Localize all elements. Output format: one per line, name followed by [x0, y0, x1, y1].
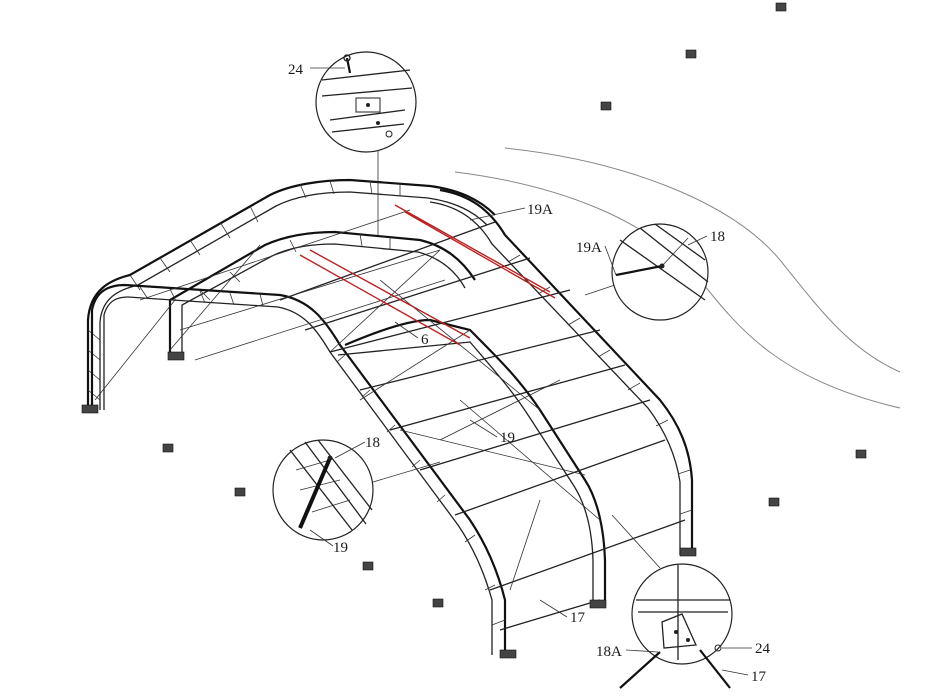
- callout-17-bottom: 17: [751, 669, 767, 685]
- front-arch-truss: [90, 283, 507, 655]
- anchor-plate-icon: [768, 497, 780, 507]
- detail-circle-right: [584, 223, 709, 321]
- callout-24-bottom: 24: [755, 641, 771, 657]
- callout-19-main: 19: [500, 430, 515, 446]
- red-cables: [299, 204, 556, 346]
- diagonal-braces: [94, 244, 601, 591]
- anchor-plate-icon: [362, 561, 374, 571]
- anchor-plate-icon: [775, 2, 787, 12]
- anchor-plate-icon: [685, 49, 697, 59]
- rear-arch-truss: [86, 178, 496, 410]
- detail-circle-bottom: [611, 514, 733, 689]
- callout-19A-detail: 19A: [576, 240, 602, 256]
- right-arch-truss: [429, 188, 694, 555]
- base-plates: [81, 351, 697, 659]
- anchor-plate-icon: [234, 487, 246, 497]
- middle-arch-truss: [168, 230, 476, 355]
- inner-arch-truss: [337, 318, 607, 605]
- callout-19A-main: 19A: [527, 202, 553, 218]
- detail-circle-left: [272, 439, 441, 541]
- anchor-plate-icon: [432, 598, 444, 608]
- callout-24-top: 24: [288, 62, 304, 78]
- callout-19-detail: 19: [333, 540, 348, 556]
- callout-18-detail-right: 18: [710, 229, 725, 245]
- detail-circle-top: [315, 51, 417, 235]
- ground-anchors: [162, 2, 867, 608]
- anchor-plate-icon: [855, 449, 867, 459]
- callout-18A: 18A: [596, 644, 622, 660]
- callout-17-main: 17: [570, 610, 586, 626]
- callout-18-detail-left: 18: [365, 435, 380, 451]
- callout-6: 6: [421, 332, 429, 348]
- anchor-plate-icon: [162, 443, 174, 453]
- leader-lines: [309, 67, 752, 676]
- anchor-plate-icon: [600, 101, 612, 111]
- purlins: [139, 209, 686, 631]
